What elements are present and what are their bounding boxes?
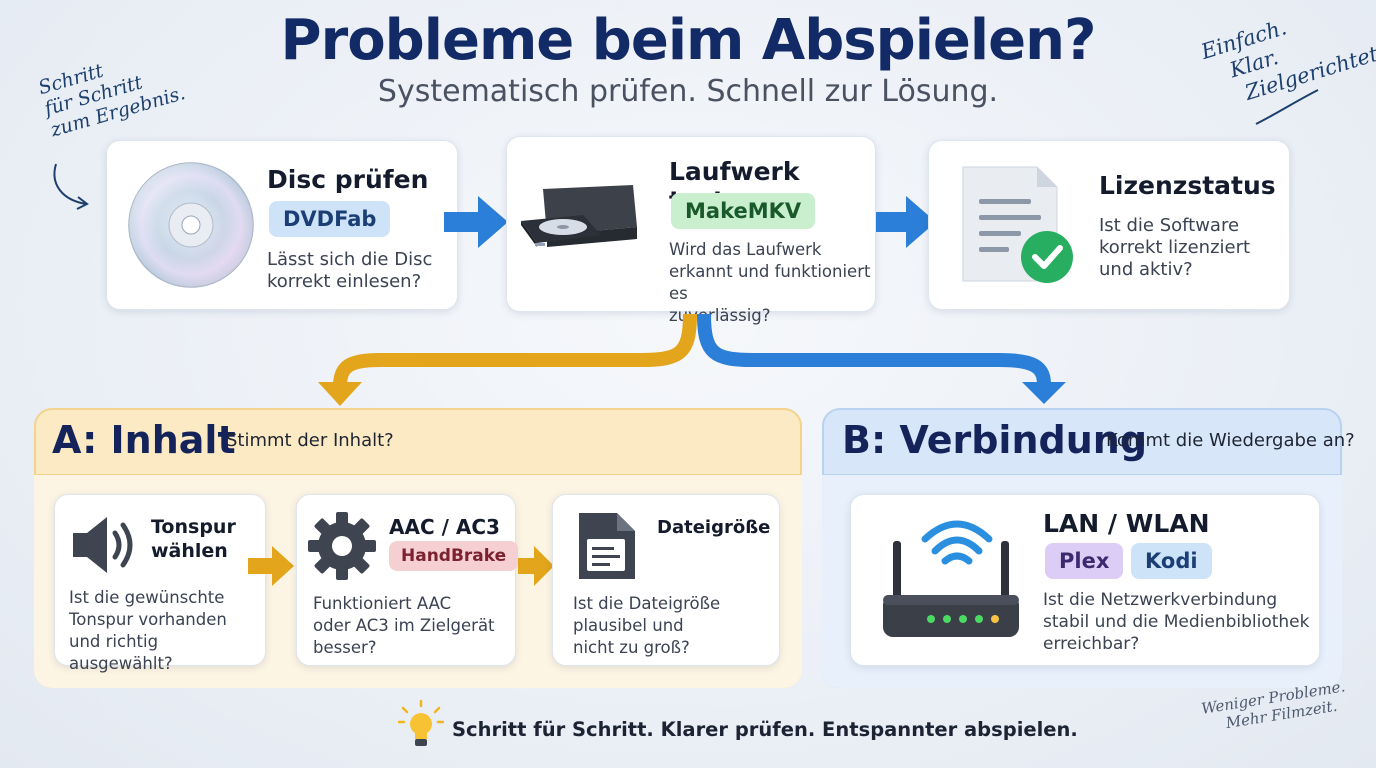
content-card-audio-codec: AAC / AC3 HandBrake Funktioniert AAC ode… <box>296 494 519 666</box>
step-card-disc: Disc prüfen DVDFab Lässt sich die Disc k… <box>106 140 458 310</box>
curved-arrow-icon <box>53 163 89 210</box>
underline-stroke-icon <box>1255 89 1319 125</box>
card-description: Ist die gewünschte Tonspur vorhanden und… <box>69 587 265 675</box>
text-line: und richtig ausgewählt? <box>69 632 173 673</box>
text-line: Ist die gewünschte <box>69 588 225 607</box>
text-line: erkannt und funktioniert es <box>669 262 871 303</box>
router-icon <box>883 520 1019 637</box>
tool-badge-makemkv: MakeMKV <box>671 193 816 229</box>
text-line: Funktioniert AAC <box>313 594 452 613</box>
file-icon <box>579 513 635 579</box>
tool-badge-plex: Plex <box>1045 543 1124 579</box>
card-title: Dateigröße <box>657 517 771 538</box>
step-card-drive: Laufwerk testen MakeMKV Wird das Laufwer… <box>506 136 876 325</box>
license-document-icon <box>962 166 1073 283</box>
branch-a-question: Stimmt der Inhalt? <box>226 430 394 451</box>
tool-badge-kodi: Kodi <box>1131 543 1212 579</box>
text-line: Ist die Dateigröße <box>573 594 721 613</box>
lightbulb-icon <box>398 700 444 746</box>
step-title: Disc prüfen <box>267 165 429 194</box>
branch-b-question: Kommt die Wiedergabe an? <box>1106 430 1355 451</box>
branch-arrows <box>318 313 1066 406</box>
disc-icon <box>128 162 254 288</box>
arrow-right-icon <box>876 196 936 248</box>
text-line: korrekt lizenziert <box>1099 237 1251 258</box>
text-line: Lässt sich die Disc <box>267 249 433 270</box>
card-description: Funktioniert AAC oder AC3 im Zielgerät b… <box>313 593 495 659</box>
speaker-icon <box>73 517 133 573</box>
text-line: korrekt einlesen? <box>267 271 422 292</box>
text-line: nicht zu groß? <box>573 638 690 657</box>
arrow-right-icon <box>248 546 294 586</box>
title-line: wählen <box>151 540 228 562</box>
card-description: Ist die Dateigröße plausibel und nicht z… <box>573 593 720 659</box>
text-line: oder AC3 im Zielgerät <box>313 616 495 635</box>
card-title: AAC / AC3 <box>389 515 500 539</box>
text-line: plausibel und <box>573 616 684 635</box>
content-card-audio-track: Tonspur wählen Ist die gewünschte Tonspu… <box>54 494 266 673</box>
arrow-down-gold-icon <box>318 382 362 406</box>
card-title: Tonspur wählen <box>151 515 236 563</box>
page-subtitle: Systematisch prüfen. Schnell zur Lösung. <box>377 74 999 109</box>
page-title: Probleme beim Abspielen? <box>280 8 1097 73</box>
text-line: besser? <box>313 638 377 657</box>
drive-icon <box>521 185 637 247</box>
footer-slogan: Schritt für Schritt. Klarer prüfen. Ents… <box>452 718 1078 741</box>
text-line: und aktiv? <box>1099 259 1193 280</box>
arrow-right-icon <box>444 196 508 248</box>
arrow-down-blue-icon <box>1022 382 1066 404</box>
step-description: Ist die Software korrekt lizenziert und … <box>1099 215 1250 281</box>
text-line: stabil und die Medienbibliothek <box>1043 612 1310 632</box>
text-line: Wird das Laufwerk <box>669 240 822 259</box>
step-title: Lizenzstatus <box>1099 171 1276 200</box>
card-description: Ist die Netzwerkverbindung stabil und di… <box>1043 589 1309 655</box>
tool-badge-dvdfab: DVDFab <box>269 201 391 237</box>
title-line: Tonspur <box>151 516 236 538</box>
gear-icon <box>308 512 376 580</box>
arrow-right-icon <box>518 546 554 586</box>
step-description: Lässt sich die Disc korrekt einlesen? <box>267 249 432 293</box>
card-title: LAN / WLAN <box>1043 509 1210 538</box>
connection-card-network: LAN / WLAN Plex Kodi Ist die Netzwerkver… <box>850 494 1320 666</box>
branch-b-heading: B: Verbindung <box>842 418 1148 462</box>
text-line: Tonspur vorhanden <box>69 610 227 629</box>
content-card-file-size: Dateigröße Ist die Dateigröße plausibel … <box>552 494 780 666</box>
branch-a-heading: A: Inhalt <box>52 418 236 462</box>
text-line: Ist die Netzwerkverbindung <box>1043 590 1278 610</box>
text-line: Ist die Software <box>1099 215 1240 236</box>
text-line: erreichbar? <box>1043 634 1140 654</box>
step-card-license: Lizenzstatus Ist die Software korrekt li… <box>928 140 1290 310</box>
tool-badge-handbrake: HandBrake <box>389 541 519 571</box>
